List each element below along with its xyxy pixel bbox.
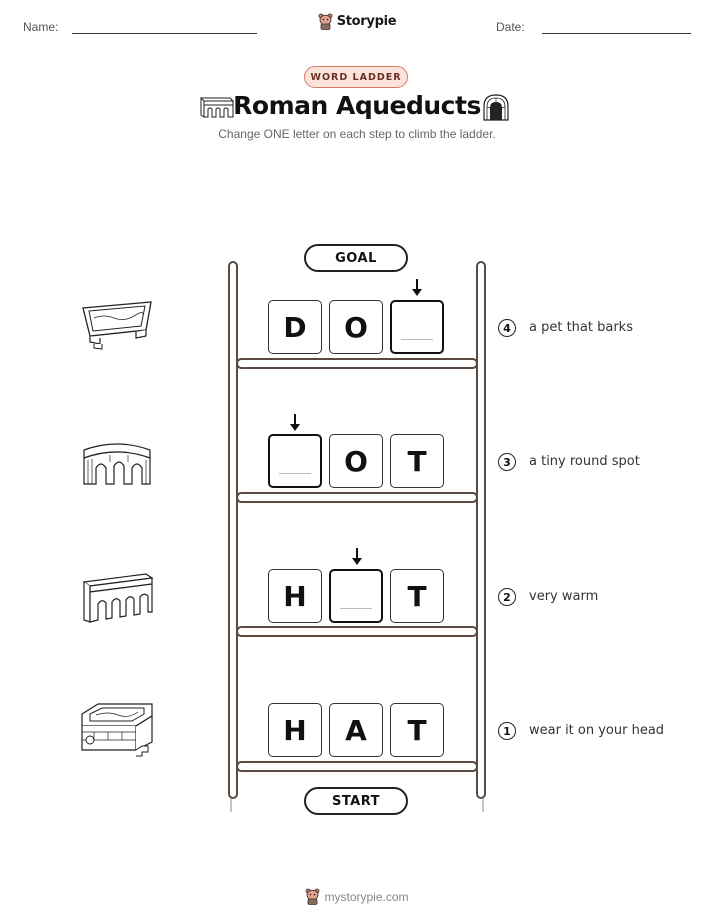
down-arrow-icon: [288, 413, 302, 433]
down-arrow-icon: [350, 547, 364, 567]
step-number: 4: [498, 319, 516, 337]
tunnel-arch-icon: [483, 94, 509, 121]
letter-tile: H: [268, 569, 322, 623]
start-label: START: [304, 787, 408, 815]
page-title: Roman Aqueducts: [233, 91, 481, 120]
water-trough-icon: [82, 301, 152, 350]
letter-tile: O: [329, 300, 383, 354]
step-clue: a pet that barks: [529, 320, 633, 335]
step-clue: a tiny round spot: [529, 454, 640, 469]
goal-label: GOAL: [304, 244, 408, 272]
brand-logo: Storypie: [0, 13, 714, 30]
storypie-mascot-icon: [318, 13, 333, 30]
date-label: Date:: [496, 20, 525, 34]
step-number: 3: [498, 453, 516, 471]
name-label: Name:: [23, 20, 59, 34]
step-number: 2: [498, 588, 516, 606]
blank-letter-input[interactable]: [390, 300, 444, 354]
date-line[interactable]: [542, 33, 691, 34]
aqueduct-small-icon: [200, 97, 234, 118]
letter-tile: O: [329, 434, 383, 488]
name-line[interactable]: [72, 33, 257, 34]
instructions: Change ONE letter on each step to climb …: [218, 127, 496, 141]
step-number: 1: [498, 722, 516, 740]
brand-name: Storypie: [336, 14, 397, 29]
aqueduct-icon: [82, 573, 154, 623]
arched-bridge-icon: [83, 443, 151, 485]
letter-tile: D: [268, 300, 322, 354]
step-clue: wear it on your head: [529, 723, 665, 738]
letter-tile: T: [390, 703, 444, 757]
roman-bath-icon: [81, 703, 153, 757]
letter-tile: T: [390, 434, 444, 488]
footer: mystorypie.com: [0, 888, 714, 905]
blank-letter-input[interactable]: [329, 569, 383, 623]
storypie-mascot-icon: [306, 888, 320, 905]
letter-tile: H: [268, 703, 322, 757]
blank-letter-input[interactable]: [268, 434, 322, 488]
letter-tile: T: [390, 569, 444, 623]
step-clue: very warm: [529, 589, 599, 604]
word-ladder-badge: WORD LADDER: [304, 66, 408, 88]
letter-tile: A: [329, 703, 383, 757]
down-arrow-icon: [410, 278, 424, 298]
footer-url[interactable]: mystorypie.com: [324, 889, 409, 904]
